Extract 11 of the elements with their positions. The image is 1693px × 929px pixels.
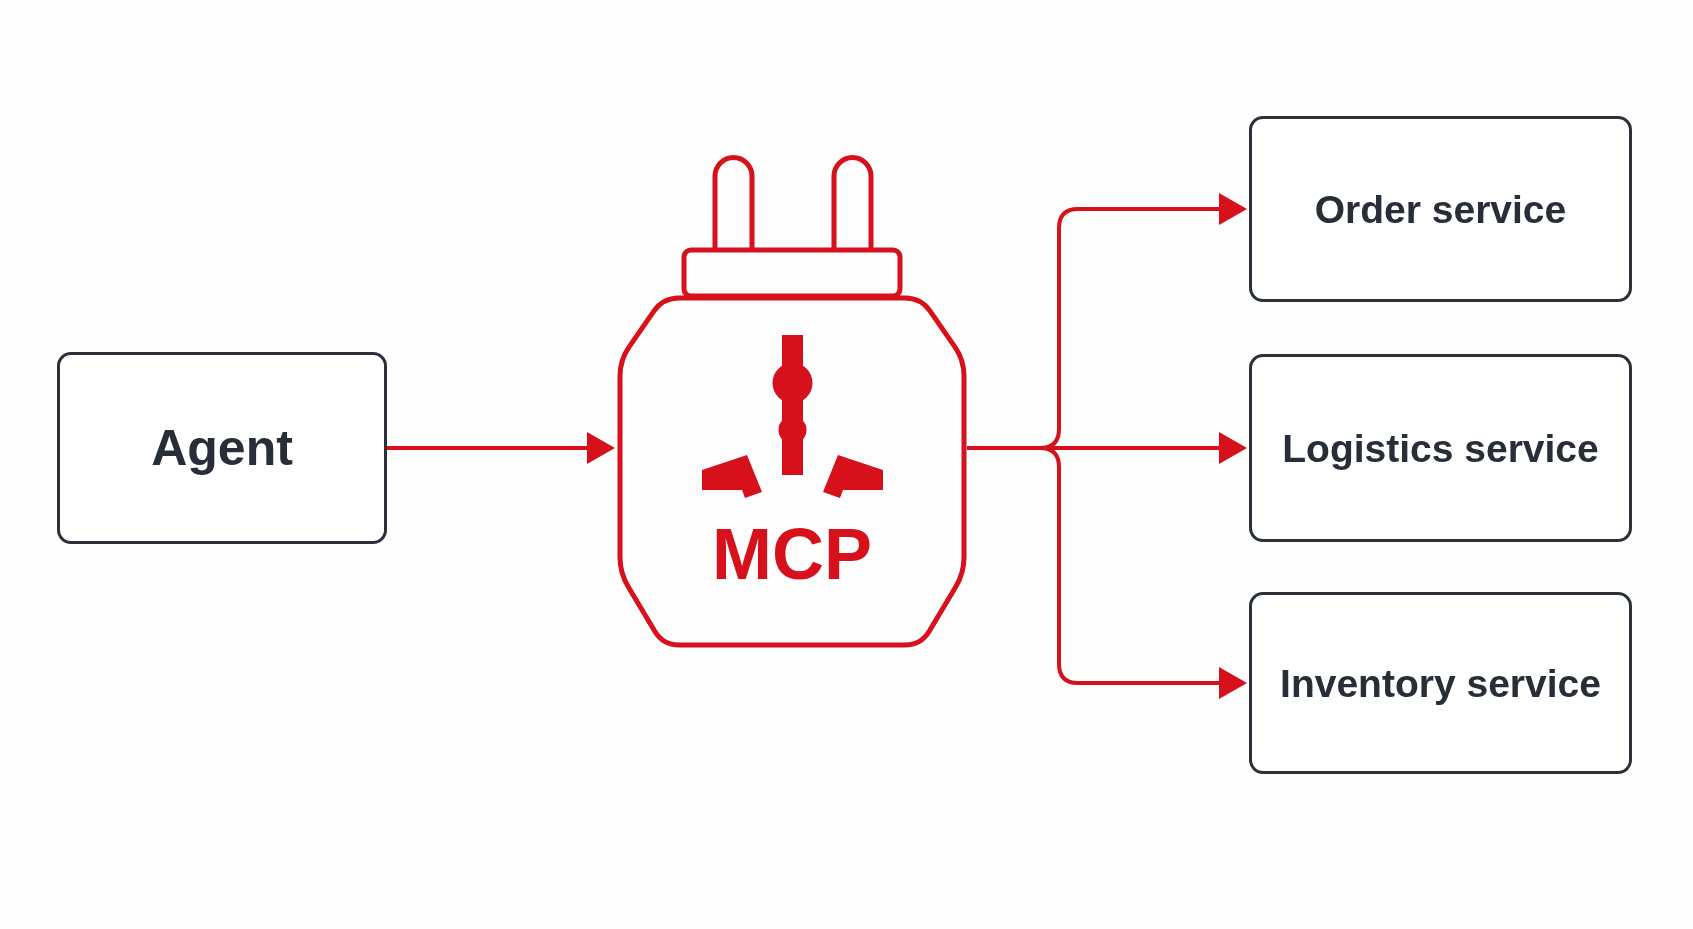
process-box	[57, 352, 387, 544]
node-label: MCP	[712, 518, 872, 590]
node-label: Agent	[151, 423, 293, 473]
arrow	[387, 432, 615, 464]
node-label: Logistics service	[1282, 428, 1599, 468]
process-box	[1249, 592, 1632, 774]
process-box	[1249, 116, 1632, 302]
node-label: Inventory service	[1280, 663, 1601, 703]
process-box	[1249, 354, 1632, 542]
node-label: Order service	[1314, 189, 1567, 229]
arrow	[967, 446, 1247, 699]
